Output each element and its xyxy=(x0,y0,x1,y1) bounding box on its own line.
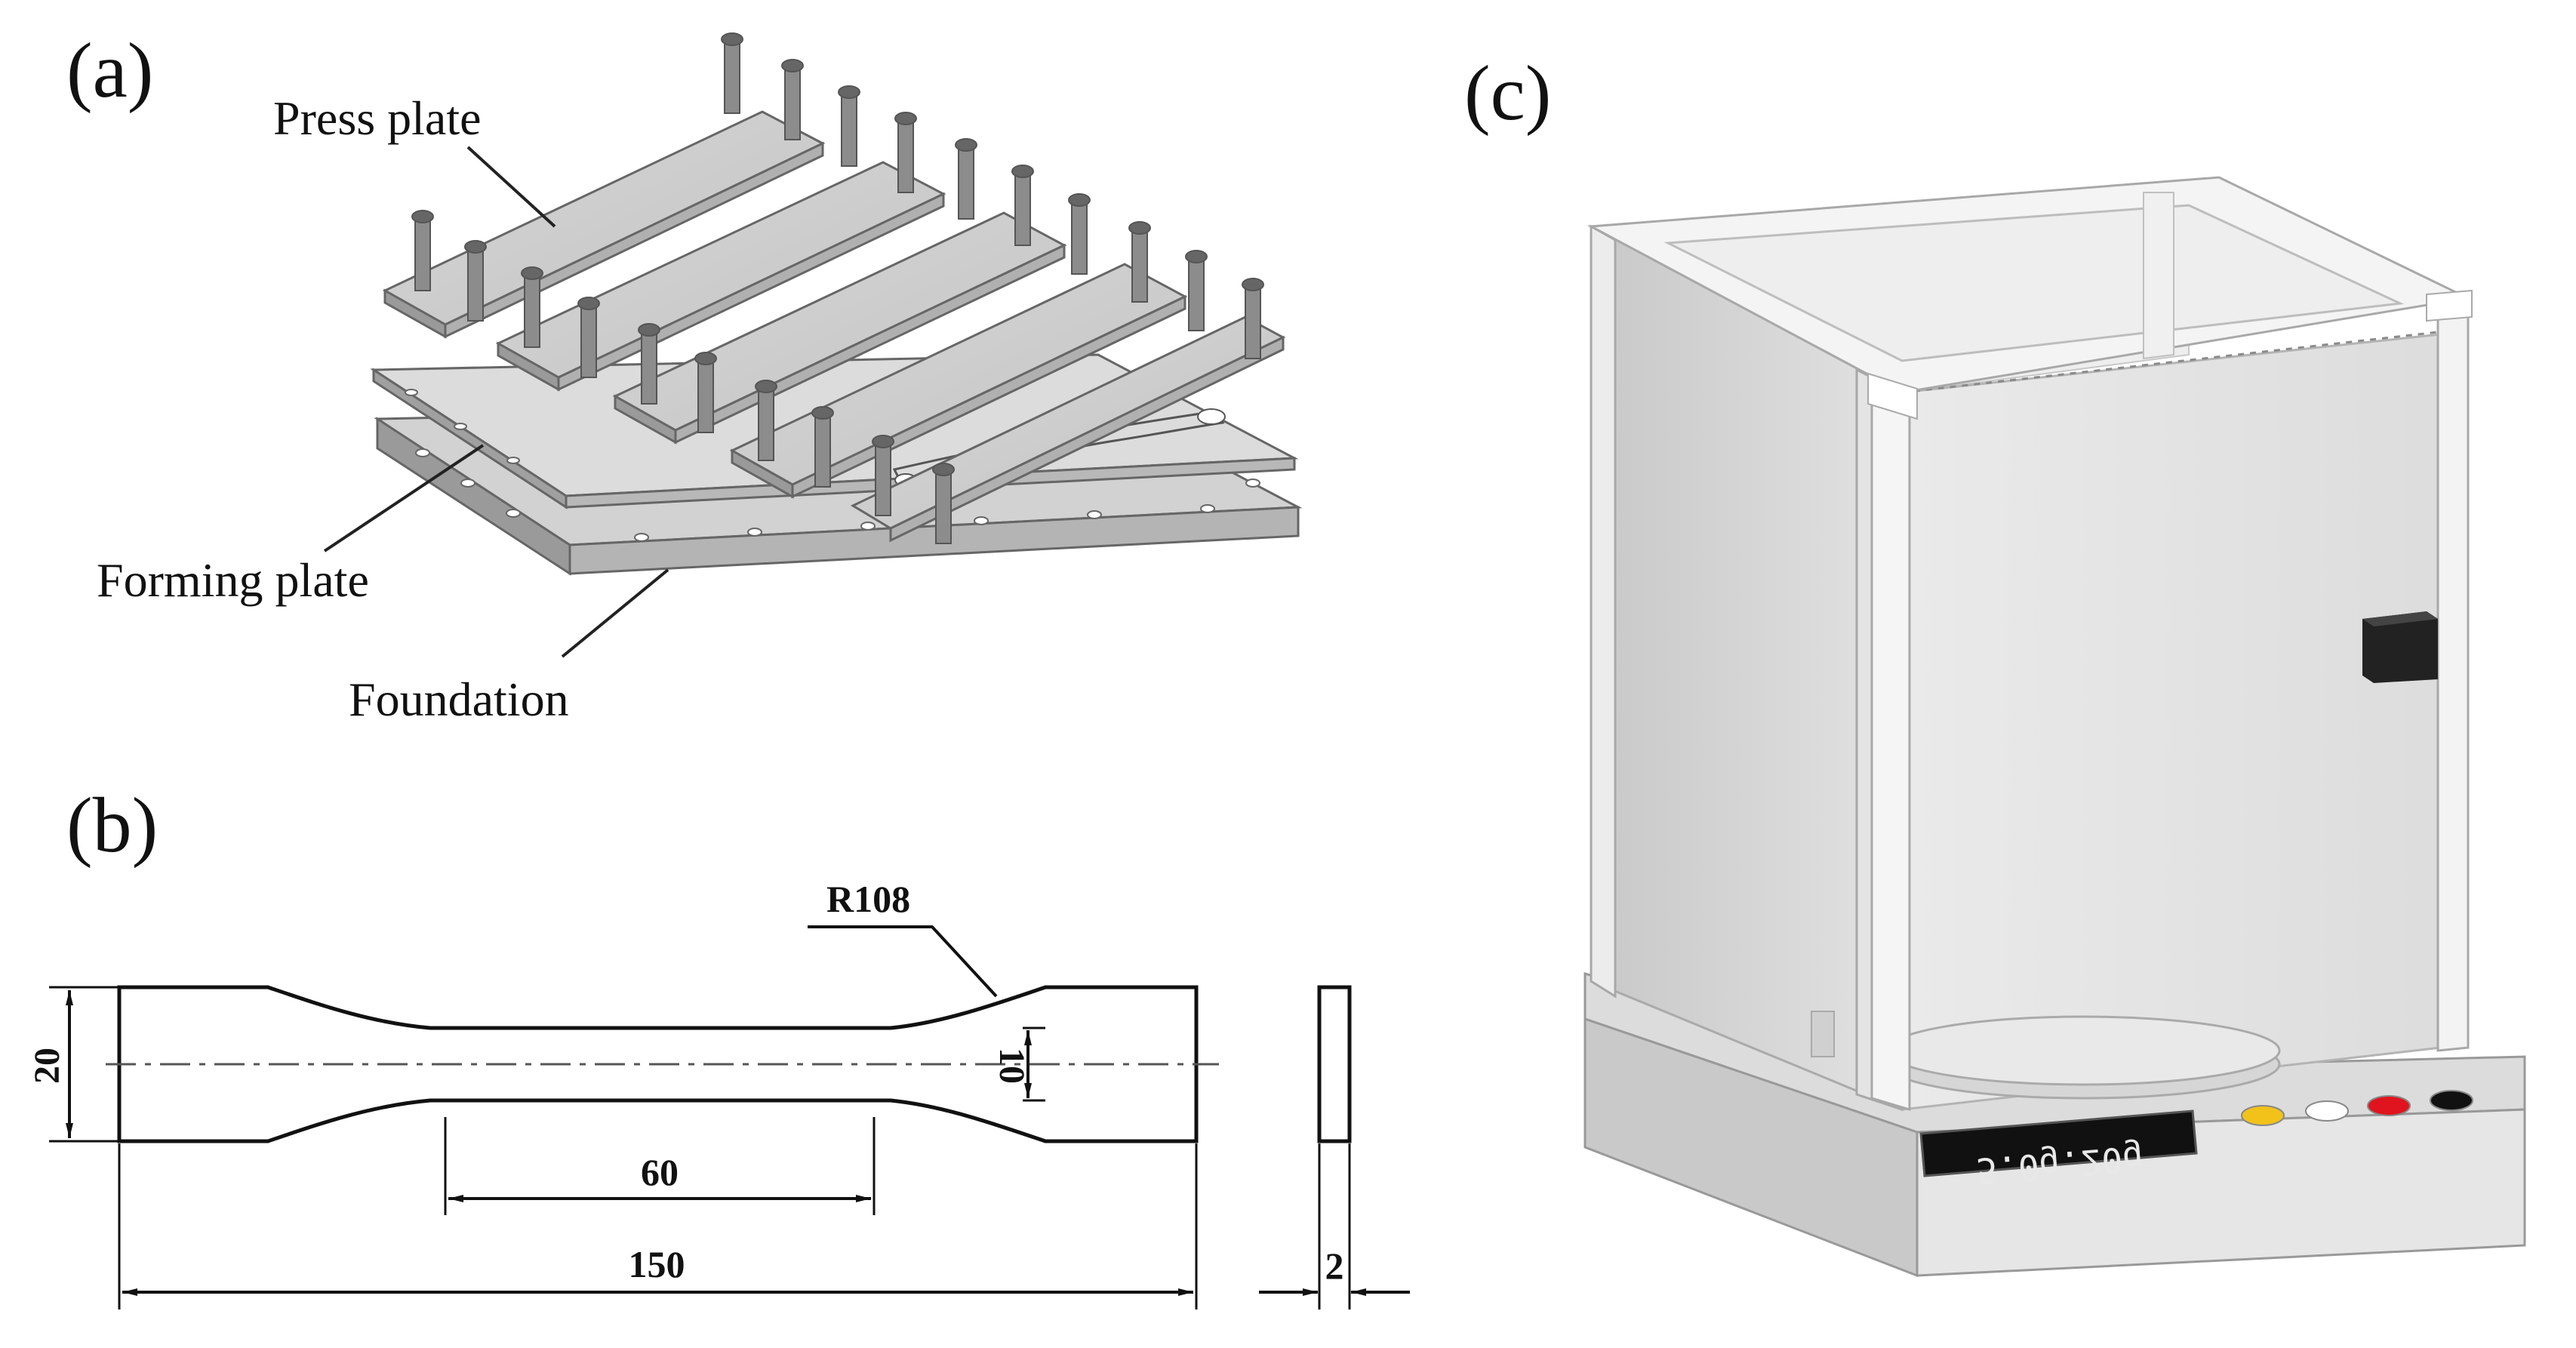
balance-button-4[interactable] xyxy=(2430,1090,2473,1111)
corner-cap-left xyxy=(1867,372,1918,420)
leader-foundation xyxy=(561,568,669,658)
door-top-edge xyxy=(1901,331,2439,394)
panel-a: (a) xyxy=(66,27,1303,726)
leader-press-plate xyxy=(466,146,556,228)
balance-button-2[interactable] xyxy=(2305,1100,2349,1122)
dim-height: 20 xyxy=(27,1048,67,1084)
top-glass xyxy=(1663,204,2405,362)
panel-b: (b) R108 20 10 60 150 2 xyxy=(27,782,1410,1310)
pan-support xyxy=(1811,1011,1835,1057)
press-plate-5 xyxy=(850,315,1286,543)
post-front-left xyxy=(1870,375,1911,1112)
dim-thickness: 2 xyxy=(1325,1245,1344,1287)
balance-display xyxy=(1919,1109,2198,1177)
weighing-pan xyxy=(1885,1015,2281,1100)
callout-press-plate: Press plate xyxy=(273,91,482,145)
specimen-side-view xyxy=(1317,985,1352,1143)
dim-total-length: 150 xyxy=(629,1243,685,1285)
post-front-right xyxy=(2436,297,2470,1052)
balance-button-3[interactable] xyxy=(2367,1095,2411,1116)
corner-cap-right xyxy=(2426,289,2473,322)
radius-leader xyxy=(808,925,998,998)
mold-assembly xyxy=(370,32,1303,576)
post-back-right xyxy=(2143,192,2174,360)
dim-gauge-length: 60 xyxy=(641,1151,679,1193)
analytical-balance: 5.0g.20g xyxy=(1583,176,2526,1278)
panel-b-label: (b) xyxy=(66,782,158,869)
panel-c-label: (c) xyxy=(1464,50,1551,137)
panel-c: (c) xyxy=(1464,50,2526,1278)
leader-forming-plate xyxy=(323,444,485,552)
dim-narrow-width: 10 xyxy=(992,1048,1032,1084)
control-buttons xyxy=(2241,1090,2473,1126)
callout-forming-plate: Forming plate xyxy=(97,553,369,607)
front-glass-panel xyxy=(1900,331,2462,1111)
post-back-left xyxy=(1590,224,1617,999)
callout-foundation: Foundation xyxy=(349,672,569,726)
panel-a-label: (a) xyxy=(66,27,153,114)
door-handle[interactable] xyxy=(2362,611,2438,683)
balance-button-1[interactable] xyxy=(2241,1105,2285,1126)
bolts xyxy=(411,32,1264,544)
dim-radius: R108 xyxy=(826,878,910,920)
